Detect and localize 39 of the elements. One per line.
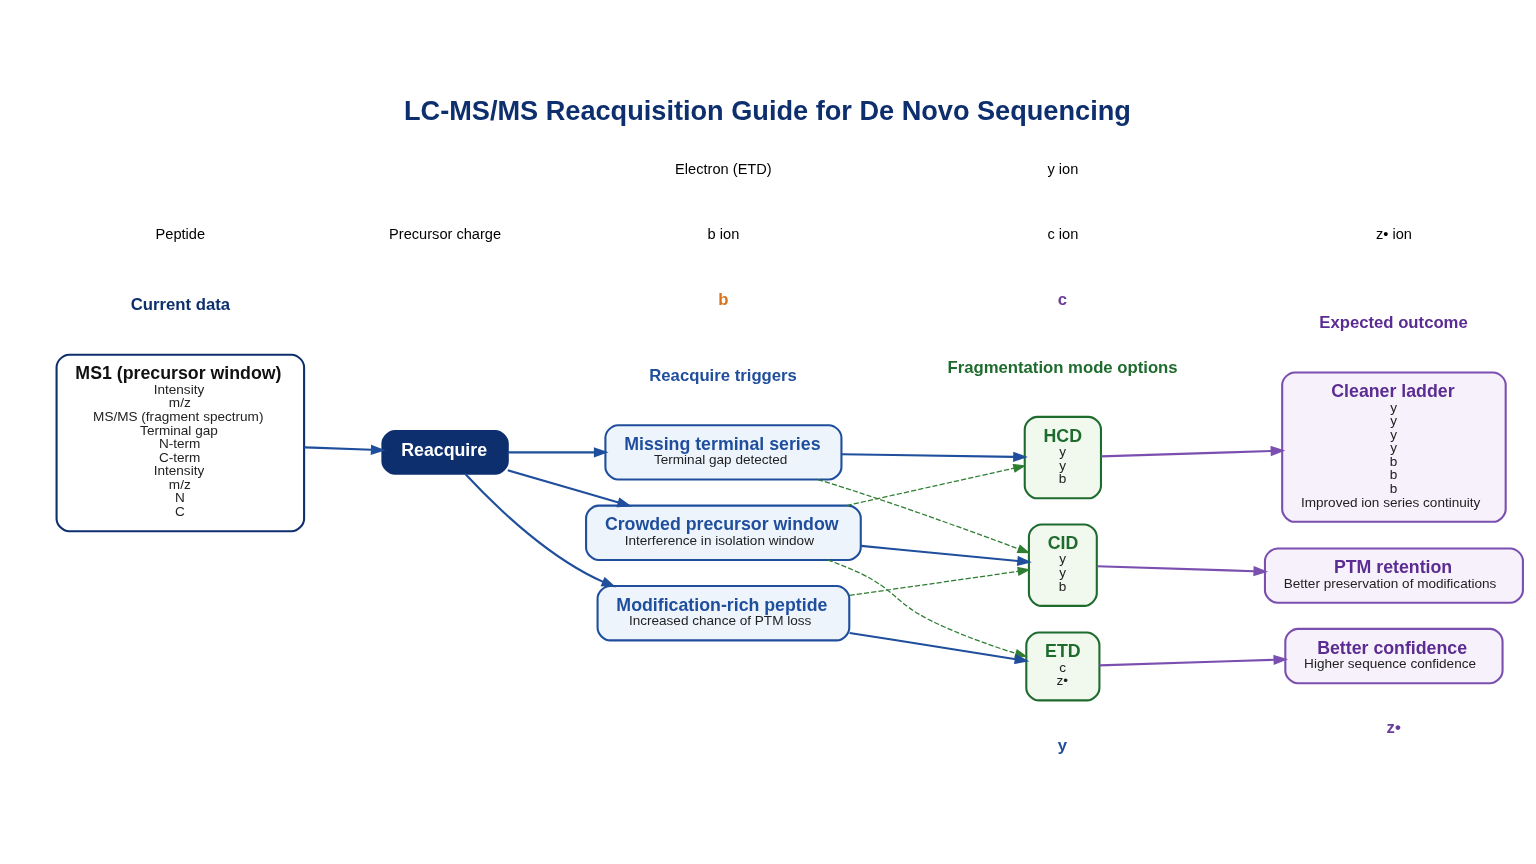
node-box: MS1 (precursor window) Intensity m/z MS/MS (fragment spectrum) Terminal gap N-term C-term Intensity m/z N C (55, 353, 306, 533)
node-box: CID y y b (1027, 523, 1098, 607)
diagram-title: LC-MS/MS Reacquisition Guide for De Novo Sequencing (404, 95, 1131, 127)
node-box: PTM retention Better preservation of modifications (1263, 547, 1524, 604)
arrow (861, 544, 1032, 566)
arrow (1100, 445, 1286, 458)
legend-label: b ion (707, 225, 740, 242)
node-box: Reacquire (381, 429, 509, 475)
arrow (846, 463, 1027, 507)
label: y (1057, 735, 1067, 755)
arrow (304, 444, 386, 455)
arrow (841, 451, 1028, 462)
arrow (464, 473, 617, 588)
node-box: Better confidence Higher sequence confidence (1284, 627, 1504, 685)
label: z• (1386, 718, 1401, 738)
legend-label: Peptide (155, 225, 206, 242)
label: Fragmentation mode options (947, 357, 1178, 377)
arrow (848, 566, 1031, 596)
node-box: Cleaner ladder y y y y b b b Improved ion series continuity (1281, 371, 1507, 523)
label: Reacquire triggers (649, 366, 797, 386)
legend-label: Precursor charge (389, 225, 502, 242)
legend-label: y ion (1047, 161, 1079, 178)
label: Current data (130, 295, 231, 315)
arrow (507, 469, 632, 508)
arrow (817, 478, 1031, 554)
node-box: HCD y y b (1023, 415, 1103, 500)
node-box: Modification-rich peptide Increased chance of PTM loss (596, 585, 851, 642)
legend-label: c ion (1047, 225, 1079, 242)
node-box: ETD c z• (1025, 631, 1101, 702)
legend-label: z• ion (1375, 225, 1412, 242)
label: c (1057, 289, 1067, 309)
arrow (1096, 565, 1269, 577)
arrow (1099, 654, 1289, 667)
label: Expected outcome (1319, 312, 1468, 332)
node-box: Crowded precursor window Interference in isolation window (585, 504, 862, 561)
node-box: Missing terminal series Terminal gap detected (604, 424, 843, 481)
arrow (507, 447, 609, 458)
legend-label: Electron (ETD) (675, 161, 772, 178)
label: b (718, 289, 729, 309)
